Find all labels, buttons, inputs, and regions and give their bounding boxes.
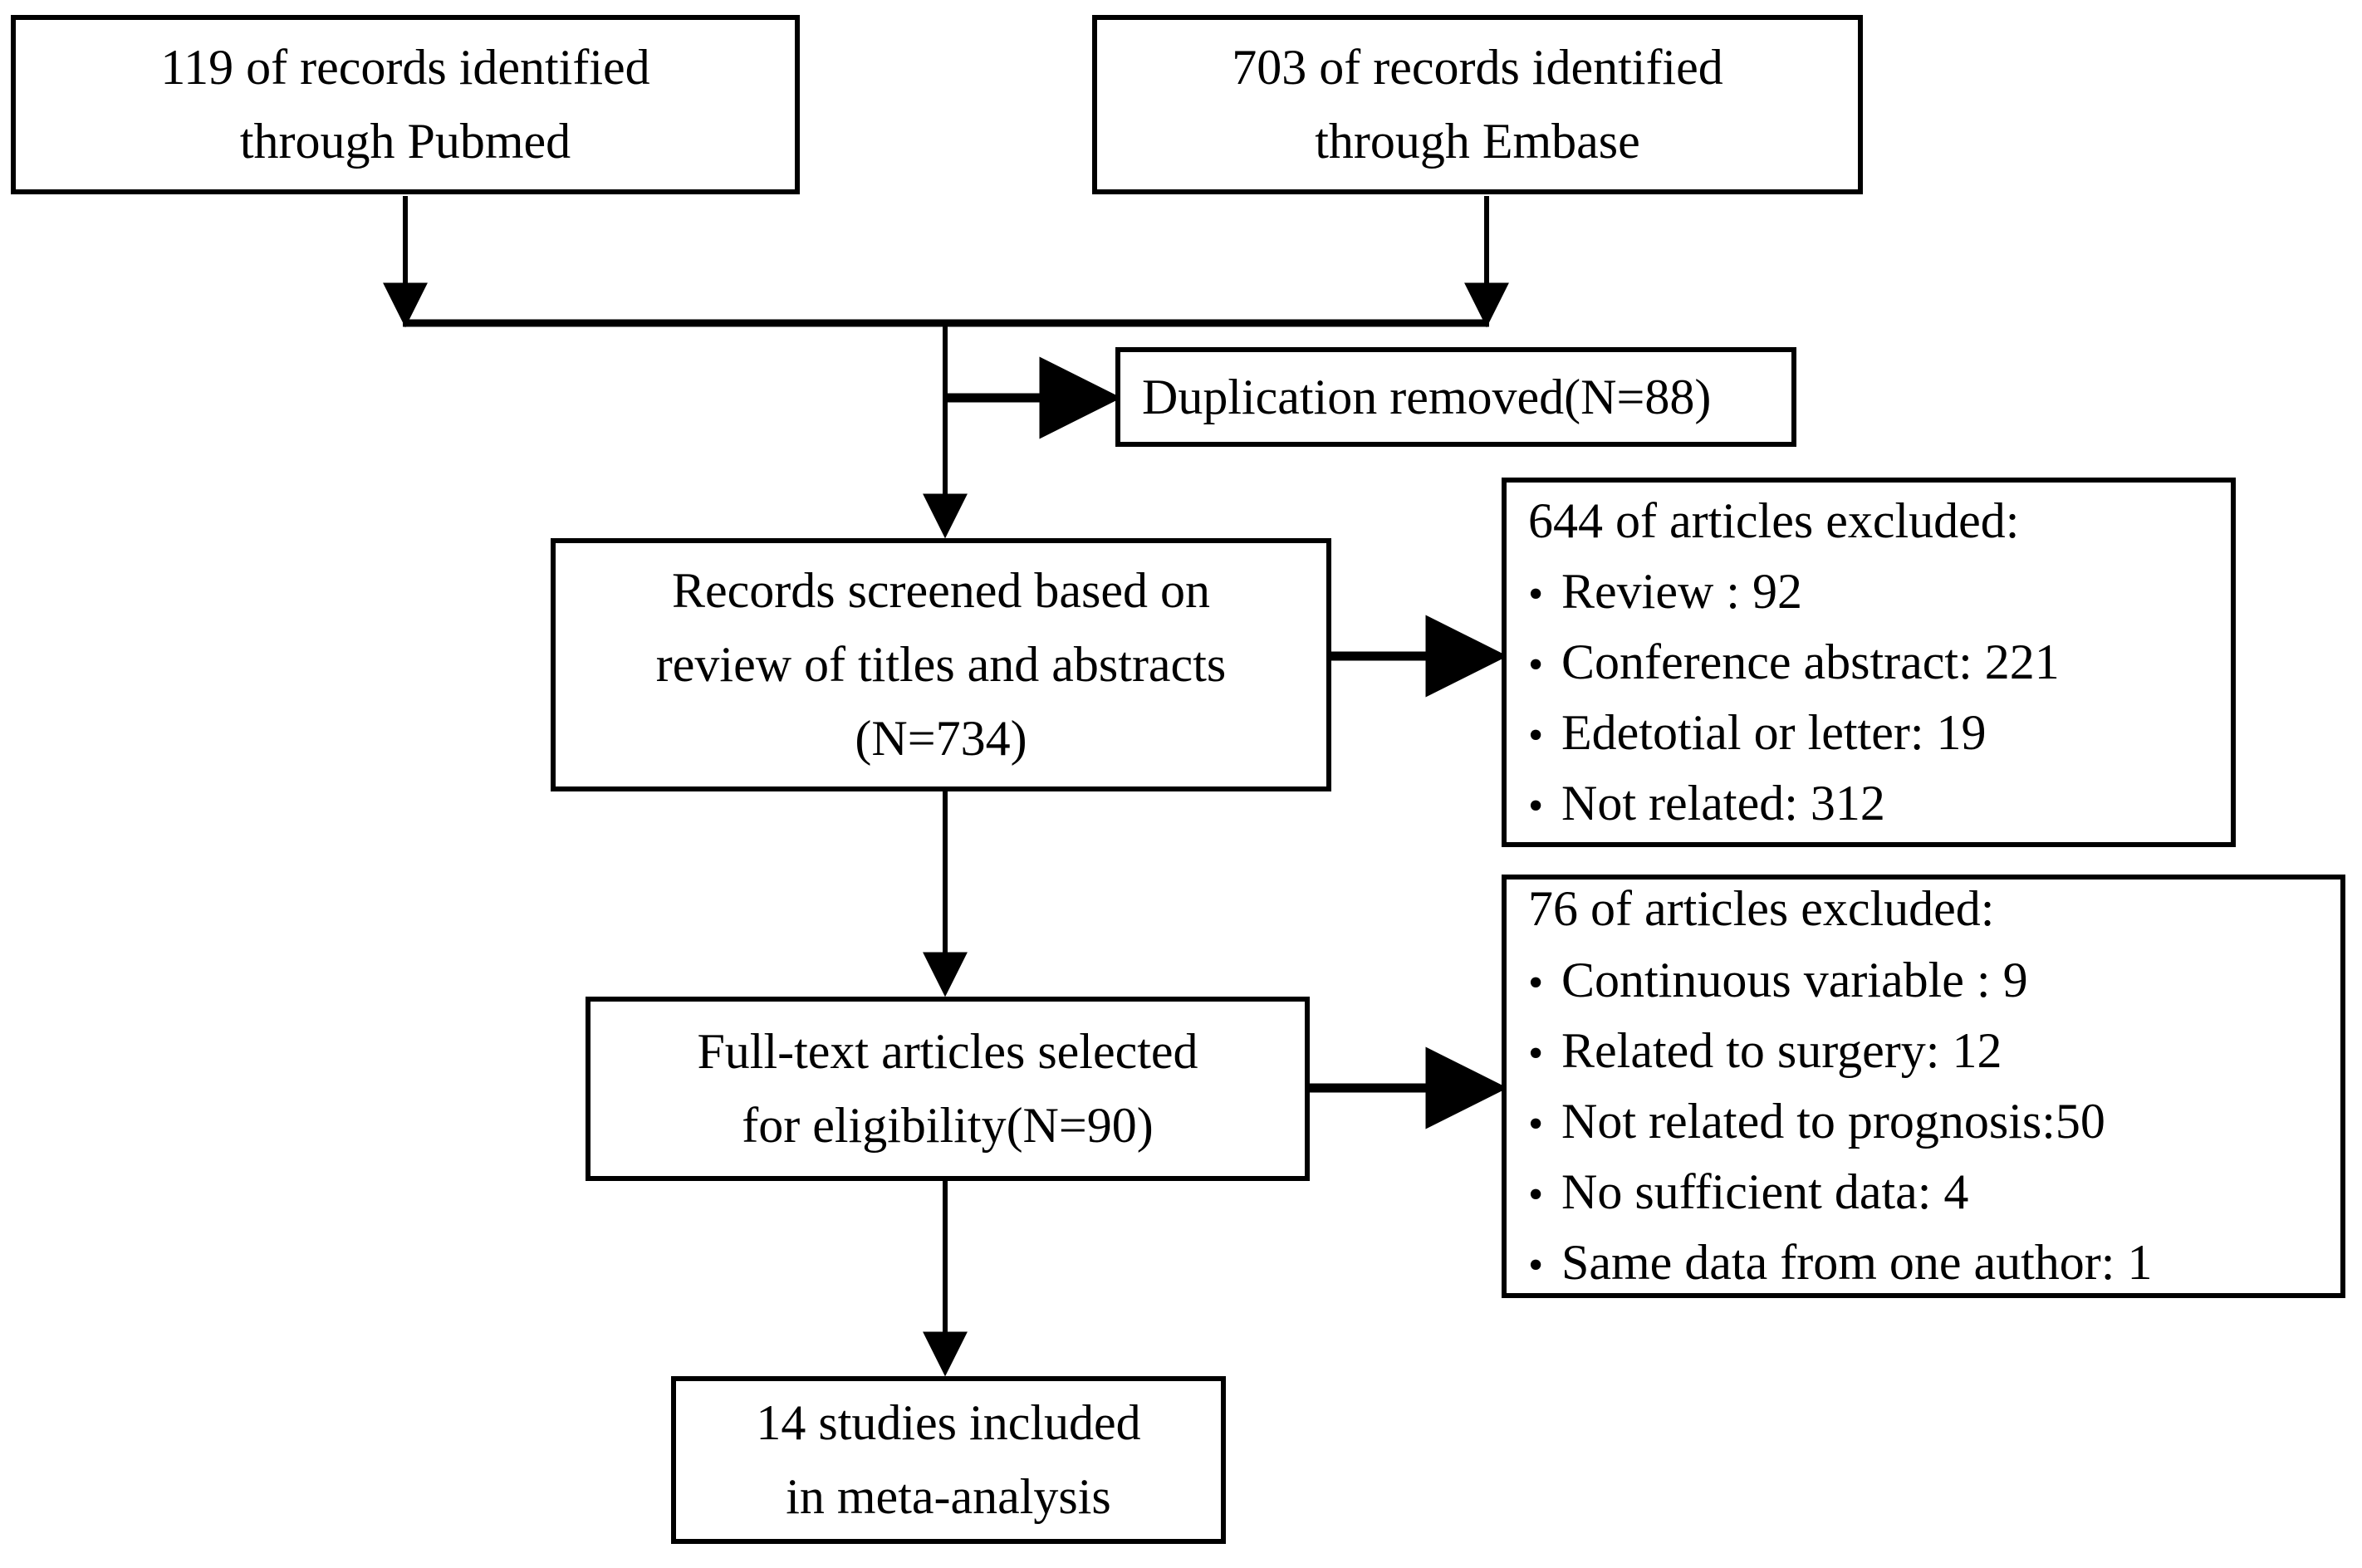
node-included-line-2: in meta-analysis [786, 1469, 1111, 1524]
excluded76-item-text: Continuous variable : 9 [1561, 952, 2028, 1007]
node-screened-line-3: (N=734) [855, 710, 1027, 766]
excluded644-item: • Edetotial or letter: 19 [1507, 698, 2252, 768]
bullet-icon: • [1528, 570, 1544, 618]
bullet-icon: • [1528, 1029, 1544, 1077]
bullet-icon: • [1528, 782, 1544, 831]
node-fulltext-line-1: Full-text articles selected [697, 1024, 1198, 1080]
excluded76-item-text: Same data from one author: 1 [1561, 1235, 2153, 1291]
node-records-identified-pubmed: 119 of records identified through Pubmed [11, 15, 800, 194]
excluded76-heading: 76 of articles excluded: [1528, 881, 1995, 937]
bullet-icon: • [1528, 712, 1544, 760]
node-records-identified-embase: 703 of records identified through Embase [1092, 15, 1863, 194]
bullet-icon: • [1528, 1242, 1544, 1290]
node-articles-excluded-eligibility: 76 of articles excluded: • Continuous va… [1502, 875, 2345, 1298]
excluded76-item: • Continuous variable : 9 [1507, 945, 2362, 1016]
bullet-icon: • [1528, 640, 1544, 688]
excluded76-item-text: No sufficient data: 4 [1561, 1164, 1969, 1220]
node-fulltext-line-2: for eligibility(N=90) [742, 1098, 1154, 1153]
excluded76-item: • Same data from one author: 1 [1507, 1227, 2362, 1298]
excluded644-item: • Conference abstract: 221 [1507, 627, 2252, 698]
node-pubmed-line-1: 119 of records identified [160, 40, 650, 96]
excluded644-heading: 644 of articles excluded: [1528, 492, 2020, 548]
excluded644-item-text: Edetotial or letter: 19 [1561, 705, 1987, 761]
node-pubmed-line-2: through Pubmed [239, 114, 571, 169]
excluded76-item: • Not related to prognosis:50 [1507, 1086, 2362, 1157]
node-full-text-articles-eligibility: Full-text articles selected for eligibil… [586, 997, 1310, 1181]
node-screened-line-1: Records screened based on [671, 563, 1211, 619]
bullet-icon: • [1528, 1100, 1544, 1148]
node-studies-included: 14 studies included in meta-analysis [671, 1376, 1226, 1544]
node-duplication-line-1: Duplication removed(N=88) [1142, 369, 1712, 424]
excluded644-item-text: Conference abstract: 221 [1561, 634, 2060, 689]
excluded644-item-text: Not related: 312 [1561, 776, 1885, 831]
bullet-icon: • [1528, 958, 1544, 1007]
node-included-line-1: 14 studies included [756, 1395, 1141, 1451]
node-embase-line-2: through Embase [1315, 114, 1640, 169]
node-duplication-removed: Duplication removed(N=88) [1115, 347, 1796, 447]
excluded644-item: • Review : 92 [1507, 556, 2252, 627]
excluded644-item-text: Review : 92 [1561, 563, 1802, 619]
excluded76-item: • No sufficient data: 4 [1507, 1157, 2362, 1227]
excluded76-item: • Related to surgery: 12 [1507, 1016, 2362, 1086]
excluded76-item-text: Related to surgery: 12 [1561, 1022, 2002, 1078]
excluded644-item: • Not related: 312 [1507, 768, 2252, 839]
excluded76-item-text: Not related to prognosis:50 [1561, 1094, 2105, 1149]
bullet-icon: • [1528, 1171, 1544, 1219]
node-screened-line-2: review of titles and abstracts [655, 637, 1227, 693]
node-records-screened: Records screened based on review of titl… [551, 538, 1331, 791]
node-articles-excluded-screening: 644 of articles excluded: • Review : 92 … [1502, 478, 2236, 847]
node-embase-line-1: 703 of records identified [1232, 40, 1723, 96]
